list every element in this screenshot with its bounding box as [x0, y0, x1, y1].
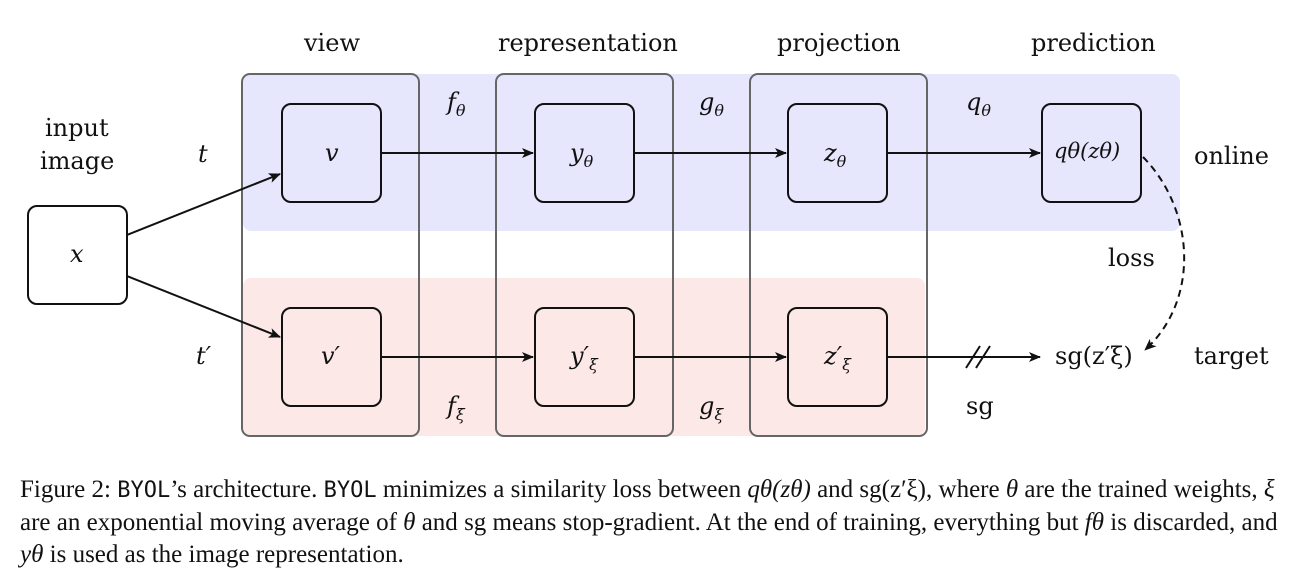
- t-target-label: t′: [196, 342, 212, 370]
- f-theta-edge-label: fθ: [447, 88, 466, 120]
- view-column-header: view: [304, 29, 360, 57]
- target-band: [243, 278, 925, 436]
- view-column-frame: [241, 73, 420, 437]
- figure-caption: Figure 2: BYOL’s architecture. BYOL mini…: [20, 476, 1278, 568]
- g-theta-edge-label: gθ: [699, 88, 725, 120]
- projection-column-header: projection: [777, 29, 901, 57]
- target-sg-output-label: sg(z′ξ): [1055, 342, 1133, 370]
- target-branch-label: target: [1194, 342, 1269, 370]
- representation-column-header: representation: [498, 29, 678, 57]
- input-node-label: x: [70, 240, 84, 268]
- representation-column-frame: [495, 73, 674, 437]
- input-label-line2: image: [40, 147, 115, 175]
- loss-label: loss: [1108, 244, 1155, 272]
- byol-architecture-diagram: [27, 73, 1186, 437]
- input-node-box: [27, 205, 128, 305]
- online-prediction-node-label: qθ(zθ): [1054, 139, 1121, 163]
- f-xi-edge-label: fξ: [447, 392, 465, 424]
- projection-column-frame: [749, 73, 928, 437]
- target-projection-node-label: z′ξ: [824, 342, 851, 374]
- stop-gradient-label: sg: [966, 392, 994, 420]
- g-xi-edge-label: gξ: [699, 392, 724, 424]
- online-representation-node-label: yθ: [570, 139, 594, 171]
- arrow-input-to-target-view: [126, 275, 281, 338]
- arrow-input-to-online-view: [126, 173, 281, 236]
- target-representation-node-label: y′ξ: [570, 342, 598, 374]
- target-view-node-label: v′: [321, 342, 341, 370]
- online-prediction-node-box: [1041, 103, 1142, 203]
- stop-gradient-slash-2: [975, 345, 991, 369]
- loss-dashed-arrow: [1142, 156, 1186, 351]
- online-view-node-label: v: [325, 139, 339, 167]
- online-projection-node-label: zθ: [824, 139, 847, 171]
- prediction-column-header: prediction: [1031, 29, 1156, 57]
- stop-gradient-slash-1: [965, 345, 981, 369]
- t-online-label: t: [198, 140, 208, 168]
- input-label-line1: input: [45, 114, 109, 142]
- online-branch-label: online: [1194, 142, 1269, 170]
- q-theta-edge-label: qθ: [966, 88, 992, 120]
